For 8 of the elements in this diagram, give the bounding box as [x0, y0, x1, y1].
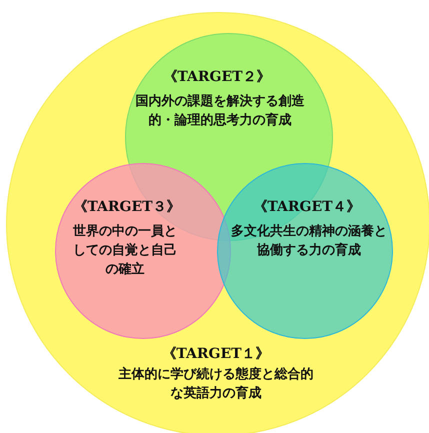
target-heading: 《TARGET２》: [162, 68, 272, 86]
target-heading: 《TARGET４》: [252, 198, 362, 216]
target-heading: 《TARGET３》: [72, 198, 182, 216]
target-description: 世界の中の一員としての自覚と自己の確立: [72, 223, 178, 279]
target-description: 主体的に学び続ける態度と総合的な英語力の育成: [118, 366, 314, 403]
target-heading: 《TARGET１》: [161, 345, 271, 363]
target-description: 国内外の課題を解決する創造的・論理的思考力の育成: [134, 93, 306, 130]
target-description: 多文化共生の精神の涵養と協働する力の育成: [230, 222, 388, 260]
